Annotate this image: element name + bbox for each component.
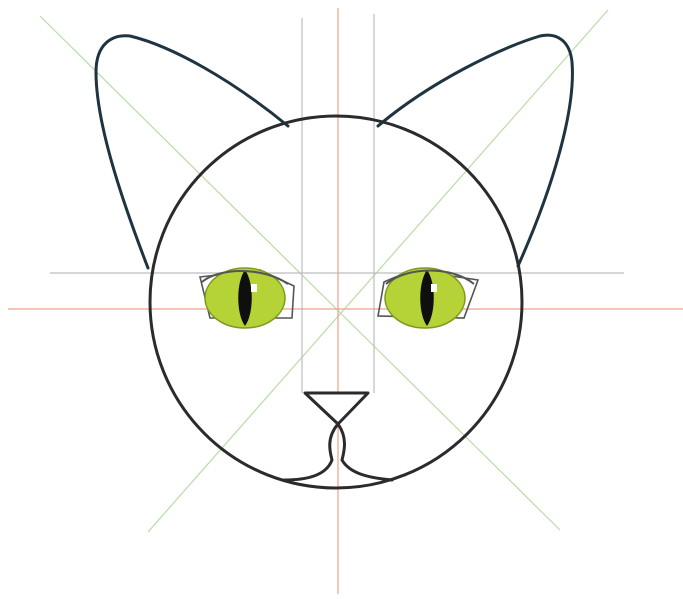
ears — [96, 35, 572, 268]
eye-right-highlight — [431, 284, 437, 292]
cat-eye-right-icon — [378, 268, 478, 328]
cat-eye-left-icon — [200, 268, 294, 328]
mouth-right-curve — [338, 424, 392, 480]
cat-ear-right-icon — [378, 35, 572, 266]
construction-guides — [8, 8, 683, 594]
diagonal-guide-right — [148, 10, 608, 532]
eye-left-highlight — [251, 284, 257, 292]
triangle-nose-icon — [305, 393, 368, 424]
mouth-left-curve — [284, 424, 338, 480]
